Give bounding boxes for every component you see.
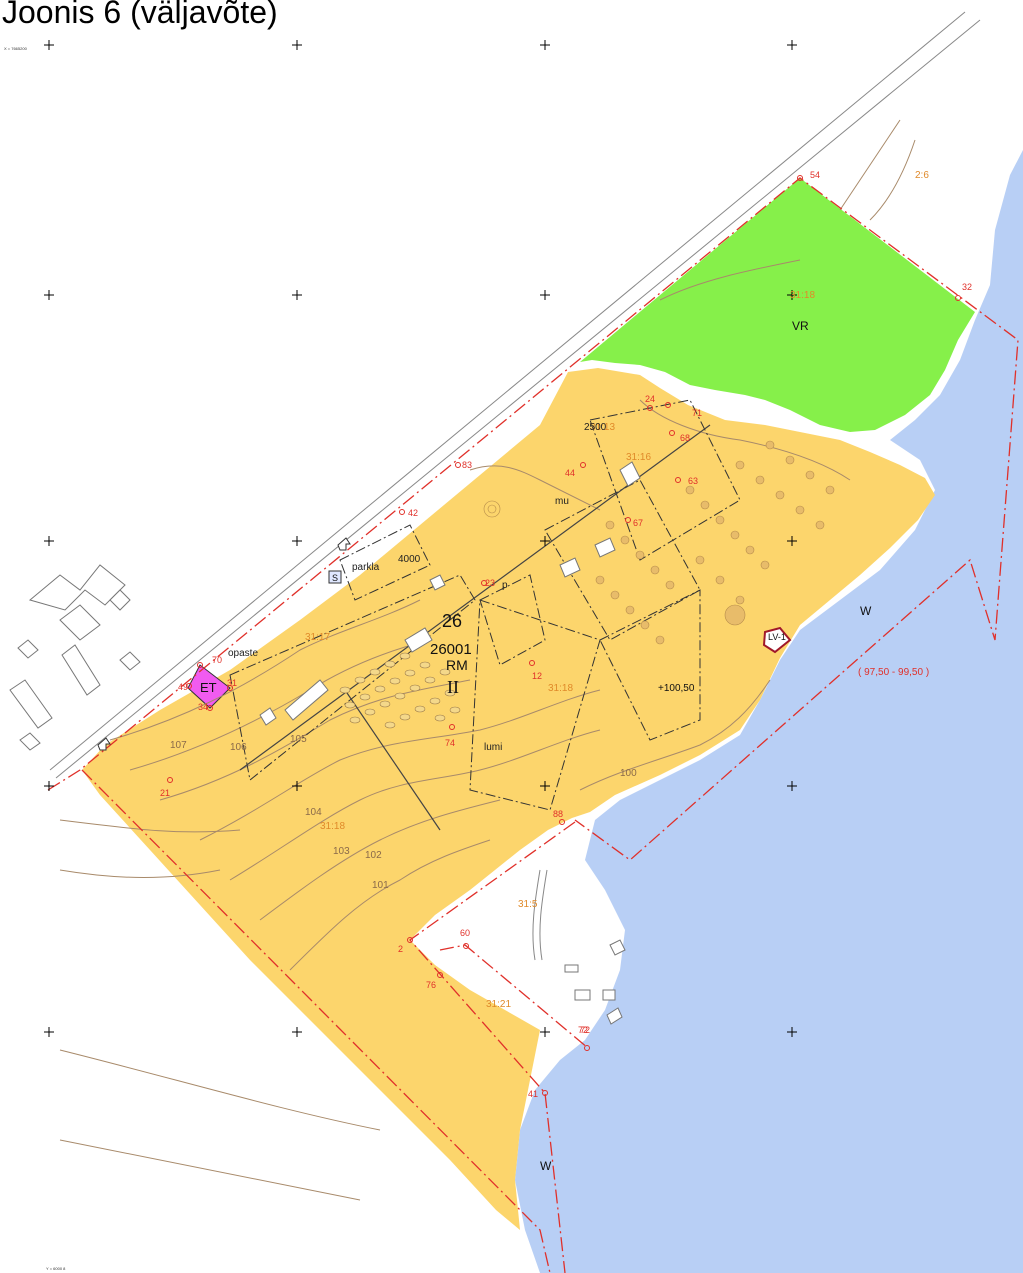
zone-code-green: VR [792, 319, 809, 333]
point-number: 54 [810, 170, 820, 180]
tree-symbols [483, 440, 835, 645]
contour-label: 107 [170, 740, 187, 751]
point-number: 68 [680, 433, 690, 443]
point-number: 31 [227, 678, 237, 688]
zone-class-main: II [447, 677, 459, 697]
building-outlines [9, 461, 641, 1025]
contour-lines [59, 119, 916, 1201]
point-number: 88 [553, 809, 563, 819]
label-p: p [502, 580, 508, 591]
point-number: 24 [645, 394, 655, 404]
point-number: 23 [485, 578, 495, 588]
point-number: 21 [160, 788, 170, 798]
elevation-mark: +100,50 [658, 683, 695, 694]
zone-code-tech: ET [200, 680, 217, 695]
s-symbol-box [328, 570, 342, 584]
point-number: 2 [398, 944, 403, 954]
parcel-label: 31:5 [518, 899, 538, 910]
point-number: 70 [212, 655, 222, 665]
contour-label: 102 [365, 850, 382, 861]
parcel-label: 2:6 [915, 170, 929, 181]
water-area [515, 150, 1023, 1273]
point-number: 34 [198, 702, 208, 712]
contour-label: 106 [230, 742, 247, 753]
parcel-label: 31:18 [320, 821, 345, 832]
zone-boundaries [229, 399, 741, 811]
area-label: 2500 [584, 422, 607, 433]
contour-label: 100 [620, 768, 637, 779]
point-number: 71 [692, 408, 702, 418]
s-symbol: S [332, 573, 338, 583]
contour-label: 104 [305, 807, 322, 818]
zone-type-main: RM [446, 657, 468, 673]
coordinate-label-y: Y = 6000 8 [46, 1266, 66, 1271]
point-number: 49 [178, 682, 188, 692]
station-code: LV-1 [768, 632, 786, 642]
point-number: 41 [528, 1089, 538, 1099]
contour-label: 105 [290, 734, 307, 745]
parcel-label: 31:13 [590, 422, 615, 433]
parcel-label: 31:18 [548, 683, 573, 694]
planting-ovals [339, 652, 461, 729]
property-boundaries [47, 177, 1019, 1273]
label-mu: mu [555, 496, 569, 507]
point-number: 60 [460, 928, 470, 938]
grid-marks [44, 40, 797, 1037]
point-number: 72 [580, 1025, 590, 1035]
point-number: 83 [462, 460, 472, 470]
survey-points [167, 175, 961, 1096]
contour-label: 101 [372, 880, 389, 891]
label-opaste: opaste [228, 648, 258, 659]
coordinate-label-x: X = 7665200 [4, 46, 28, 51]
zone-code-water-2: W [540, 1159, 552, 1173]
point-number: 32 [962, 282, 972, 292]
point-number: 67 [633, 518, 643, 528]
point-number: 74 [445, 738, 455, 748]
parcel-label: 31:17 [305, 632, 330, 643]
parcel-label: 31:16 [626, 452, 651, 463]
green-area [580, 178, 975, 432]
point-number: 44 [565, 468, 575, 478]
label-lumi: lumi [484, 742, 502, 753]
water-level-range: ( 97,50 - 99,50 ) [858, 667, 929, 678]
point-number: 76 [426, 980, 436, 990]
page-title: Joonis 6 (väljavõte) [2, 0, 278, 30]
contour-label: 103 [333, 846, 350, 857]
zone-code-main: 26 [442, 611, 462, 631]
area-label: 4000 [398, 554, 421, 565]
label-parkla: parkla [352, 562, 380, 573]
transformer-station-symbol [762, 626, 792, 654]
zone-id-main: 26001 [430, 641, 472, 658]
point-number: 42 [408, 508, 418, 518]
parcel-label: 31:21 [486, 999, 511, 1010]
zone-code-water-1: W [860, 604, 872, 618]
parcel-label: 31:18 [790, 290, 815, 301]
direction-arrows [97, 537, 351, 751]
point-number: 12 [532, 671, 542, 681]
point-number: 72 [578, 1025, 588, 1035]
road-lines [49, 11, 981, 961]
point-number: 63 [688, 476, 698, 486]
